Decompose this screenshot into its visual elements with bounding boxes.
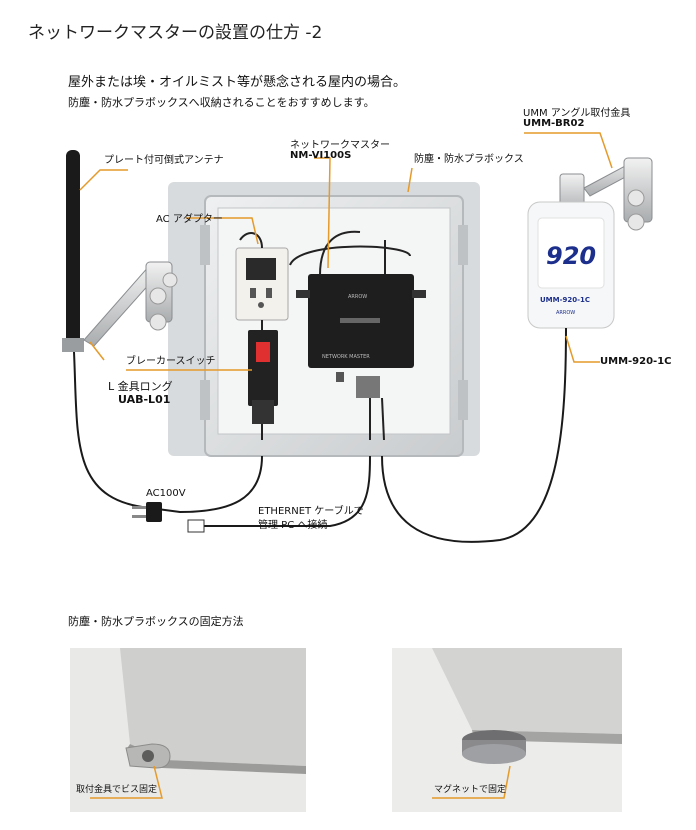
master-brand: ARROW (348, 294, 367, 300)
l-bracket (83, 261, 178, 347)
label-box: 防塵・防水プラボックス (414, 154, 524, 165)
internal-wiring (239, 230, 411, 441)
photo-screw-fix: 取付金具でビス固定 (70, 648, 306, 812)
master-print: NETWORK MASTER (322, 354, 370, 360)
label-ethernet-1: ETHERNET ケーブルで (258, 506, 364, 517)
label-l-bracket-model: UAB-L01 (118, 393, 171, 406)
label-ac100v: AC100V (146, 488, 186, 499)
label-master-name: ネットワークマスター (290, 140, 390, 151)
label-bracket-model: UMM-BR02 (523, 118, 585, 129)
unit-number: 920 (546, 242, 596, 270)
umm-unit: 920 UMM-920-1C ARROW (527, 201, 615, 329)
label-umm-model: UMM-920-1C (600, 356, 672, 367)
label-master-model: NM-VI100S (290, 150, 352, 161)
power-outlet (235, 247, 289, 321)
unit-brand: ARROW (556, 310, 575, 316)
unit-model: UMM-920-1C (540, 296, 590, 304)
label-screw-fix: 取付金具でビス固定 (76, 785, 158, 795)
photo-magnet-fix: マグネットで固定 (392, 648, 622, 812)
label-ethernet-2: 管理 PC へ接続 (258, 520, 328, 531)
network-master-device: NETWORK MASTER ARROW (296, 274, 426, 398)
label-antenna: プレート付可倒式アンテナ (104, 155, 224, 166)
label-bracket-name: UMM アングル取付金具 (523, 108, 631, 119)
label-breaker: ブレーカースイッチ (126, 356, 216, 367)
label-magnet-fix: マグネットで固定 (434, 785, 507, 795)
installation-illustration: NETWORK MASTER ARROW 9 (62, 132, 653, 543)
ac-plug (132, 502, 205, 533)
antenna (62, 150, 84, 352)
callout-lines (79, 132, 613, 371)
lead-text-1: 屋外または埃・オイルミスト等が懸念される屋内の場合。 (68, 75, 407, 90)
breaker-switch (248, 330, 278, 424)
page-title: ネットワークマスターの設置の仕方 -2 (28, 23, 323, 43)
label-ac-adapter: AC アダプター (156, 214, 223, 225)
label-l-bracket-name: L 金具ロング (108, 380, 173, 393)
fixing-section-title: 防塵・防水プラボックスの固定方法 (68, 615, 244, 628)
lead-text-2: 防塵・防水プラボックスへ収納されることをおすすめします。 (68, 96, 375, 109)
